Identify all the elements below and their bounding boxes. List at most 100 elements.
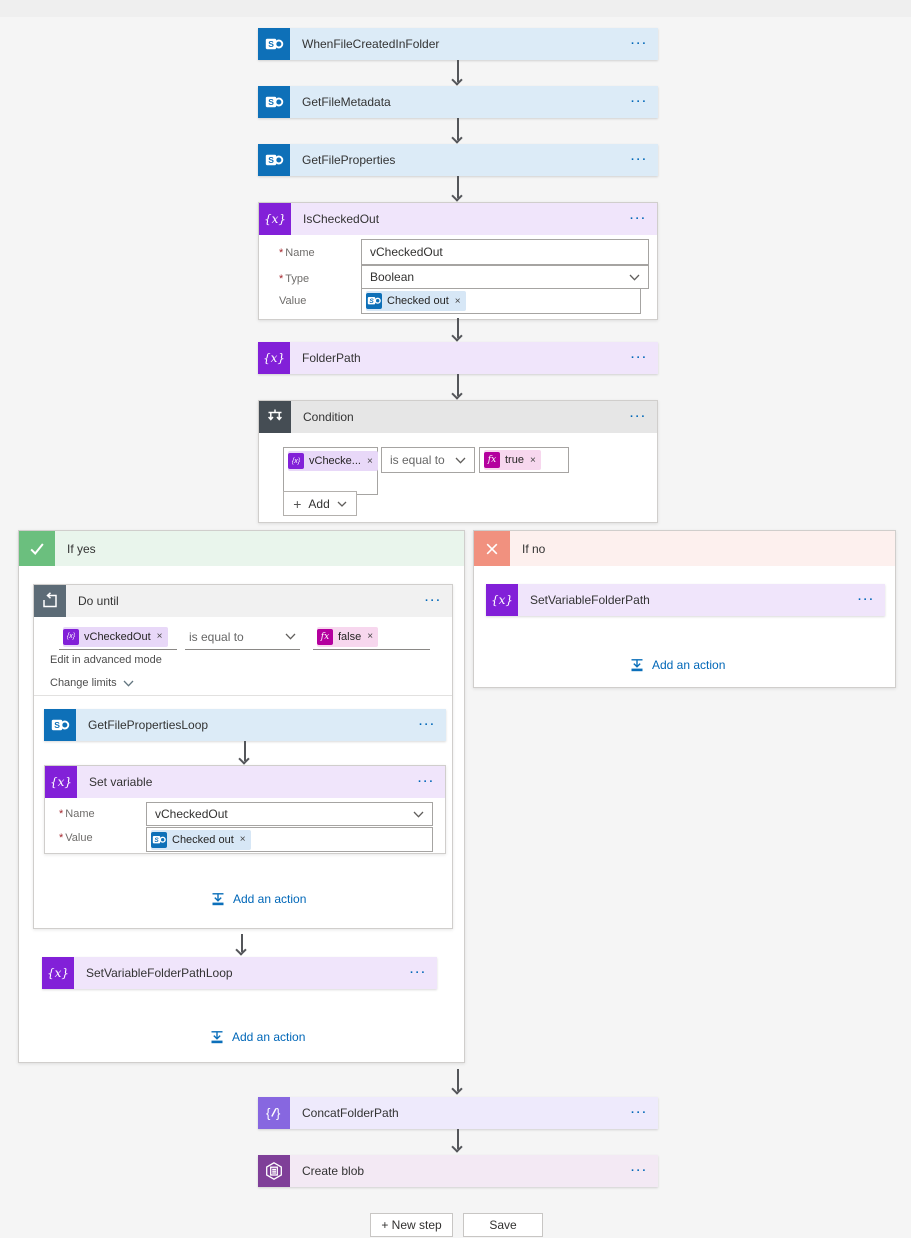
remove-chip-icon[interactable]: × <box>529 454 536 466</box>
menu-ellipsis[interactable]: ··· <box>858 593 875 606</box>
dynamic-content-chip[interactable]: S Checked out × <box>366 291 466 311</box>
action-card-getfilepropertiesloop[interactable]: S GetFilePropertiesLoop ··· <box>44 709 446 741</box>
variable-icon: {x} <box>288 453 304 469</box>
variable-icon: {x} <box>259 203 291 235</box>
value-field-label: *Value <box>59 832 93 844</box>
menu-ellipsis[interactable]: ··· <box>418 775 435 788</box>
menu-ellipsis[interactable]: ··· <box>631 351 648 364</box>
chip-label: Checked out <box>387 295 449 307</box>
action-title: SetVariableFolderPath <box>530 593 650 607</box>
condition-operator-dropdown[interactable]: is equal to <box>381 447 475 473</box>
remove-chip-icon[interactable]: × <box>156 631 163 642</box>
action-card-whenfilecreatedinfolder[interactable]: S WhenFileCreatedInFolder ··· <box>258 28 658 60</box>
if-no-header[interactable]: If no <box>474 531 895 566</box>
name-dropdown[interactable]: vCheckedOut <box>146 802 433 826</box>
top-strip <box>0 0 911 17</box>
action-card-concatfolderpath[interactable]: {} ConcatFolderPath ··· <box>258 1097 658 1129</box>
action-header[interactable]: {x} IsCheckedOut ··· <box>259 203 657 235</box>
chevron-down-icon <box>123 680 134 687</box>
svg-text:}: } <box>276 1106 281 1121</box>
chevron-down-icon <box>413 811 424 818</box>
add-condition-button[interactable]: + Add <box>283 491 357 516</box>
menu-ellipsis[interactable]: ··· <box>630 212 647 225</box>
connector-arrow <box>450 318 466 342</box>
chip-label: false <box>338 630 362 643</box>
remove-chip-icon[interactable]: × <box>366 455 373 467</box>
value-input[interactable]: S Checked out × <box>361 288 641 314</box>
add-an-action-link[interactable]: Add an action <box>629 657 725 673</box>
condition-card: Condition ··· {x} vChecke... × is equal … <box>258 400 658 523</box>
action-card-setvariablefolderpath[interactable]: {x} SetVariableFolderPath ··· <box>486 584 885 616</box>
sharepoint-icon: S <box>258 144 290 176</box>
edit-advanced-mode-link[interactable]: Edit in advanced mode <box>50 654 162 666</box>
svg-text:S: S <box>369 298 374 305</box>
dynamic-content-chip[interactable]: S Checked out × <box>151 829 251 850</box>
loop-operator-dropdown[interactable]: is equal to <box>185 624 300 650</box>
loop-left-operand[interactable]: {x} vCheckedOut × <box>59 624 177 650</box>
name-field-label: *Name <box>279 247 315 259</box>
add-action-icon <box>631 659 643 672</box>
condition-icon <box>259 401 291 433</box>
menu-ellipsis[interactable]: ··· <box>410 966 427 979</box>
menu-ellipsis[interactable]: ··· <box>419 718 436 731</box>
condition-header[interactable]: Condition ··· <box>259 401 657 433</box>
action-card-ischeckedout-expanded: {x} IsCheckedOut ··· *Name vCheckedOut *… <box>258 202 658 320</box>
action-title: SetVariableFolderPathLoop <box>86 966 233 980</box>
bottom-strip <box>0 1238 911 1248</box>
chip-label: true <box>505 454 524 466</box>
name-input[interactable]: vCheckedOut <box>361 239 649 265</box>
add-an-action-link[interactable]: Add an action <box>210 891 306 907</box>
check-icon <box>19 531 55 566</box>
value-input[interactable]: S Checked out × <box>146 827 433 852</box>
chevron-down-icon <box>629 274 640 281</box>
action-card-createblob[interactable]: Create blob ··· <box>258 1155 658 1187</box>
chevron-down-icon <box>285 633 296 640</box>
variable-chip[interactable]: {x} vChecke... × <box>288 451 378 471</box>
action-card-setvariablefolderpathloop[interactable]: {x} SetVariableFolderPathLoop ··· <box>42 957 437 989</box>
action-card-folderpath[interactable]: {x} FolderPath ··· <box>258 342 658 374</box>
if-yes-header[interactable]: If yes <box>19 531 464 566</box>
remove-chip-icon[interactable]: × <box>367 631 374 642</box>
connector-arrow <box>450 176 466 202</box>
expression-chip[interactable]: fx true × <box>484 450 541 470</box>
save-button[interactable]: Save <box>463 1213 543 1237</box>
condition-left-operand[interactable]: {x} vChecke... × <box>283 447 378 495</box>
if-yes-branch: If yes Do until ··· {x} vCheckedOut × is… <box>18 530 465 1063</box>
menu-ellipsis[interactable]: ··· <box>631 1106 648 1119</box>
add-an-action-link[interactable]: Add an action <box>209 1029 305 1045</box>
connector-arrow <box>450 1129 466 1153</box>
menu-ellipsis[interactable]: ··· <box>631 37 648 50</box>
sharepoint-icon: S <box>151 831 167 848</box>
compose-icon: {} <box>258 1097 290 1129</box>
svg-text:S: S <box>268 39 274 49</box>
svg-text:S: S <box>54 720 60 730</box>
action-title: GetFileProperties <box>302 153 396 167</box>
new-step-button[interactable]: + New step <box>370 1213 453 1237</box>
svg-text:S: S <box>268 155 274 165</box>
menu-ellipsis[interactable]: ··· <box>425 594 442 607</box>
connector-arrow <box>237 741 253 765</box>
action-title: GetFilePropertiesLoop <box>88 718 209 732</box>
sharepoint-icon: S <box>258 86 290 118</box>
menu-ellipsis[interactable]: ··· <box>631 1164 648 1177</box>
remove-chip-icon[interactable]: × <box>239 834 246 845</box>
menu-ellipsis[interactable]: ··· <box>630 410 647 423</box>
menu-ellipsis[interactable]: ··· <box>631 153 648 166</box>
do-until-header[interactable]: Do until ··· <box>34 585 452 617</box>
condition-right-operand[interactable]: fx true × <box>479 447 569 473</box>
change-limits-link[interactable]: Change limits <box>50 677 134 689</box>
sharepoint-icon: S <box>366 293 382 309</box>
expression-chip[interactable]: fx false × <box>317 626 379 647</box>
action-card-getfileproperties[interactable]: S GetFileProperties ··· <box>258 144 658 176</box>
variable-chip[interactable]: {x} vCheckedOut × <box>63 626 168 647</box>
value-field-label: Value <box>279 295 307 307</box>
remove-chip-icon[interactable]: × <box>454 295 461 307</box>
type-dropdown[interactable]: Boolean <box>361 265 649 289</box>
connector-arrow <box>450 118 466 144</box>
action-title: IsCheckedOut <box>303 212 380 226</box>
menu-ellipsis[interactable]: ··· <box>631 95 648 108</box>
action-header[interactable]: {x} Set variable ··· <box>45 766 445 798</box>
action-card-getfilemetadata[interactable]: S GetFileMetadata ··· <box>258 86 658 118</box>
loop-right-operand[interactable]: fx false × <box>313 624 430 650</box>
